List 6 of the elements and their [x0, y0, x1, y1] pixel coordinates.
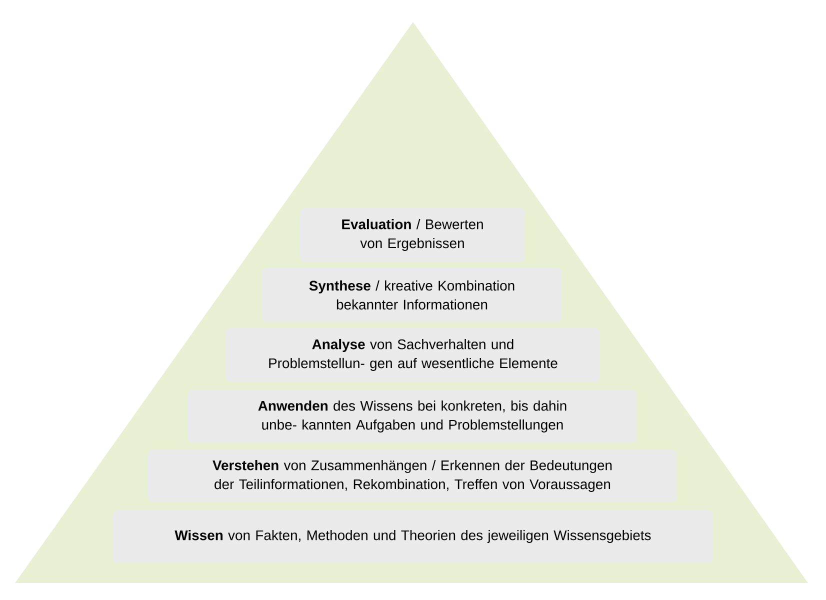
level-box: Evaluation / Bewerten von Ergebnissen — [300, 208, 525, 262]
level-box: Synthese / kreative Kombination bekannter Informationen — [262, 268, 562, 322]
level-box: Anwenden des Wissens bei konkreten, bis dahin unbe- kannten Aufgaben und Problemstellungen — [188, 390, 637, 443]
level-box: Analyse von Sachverhalten und Problemstellun- gen auf wesentliche Elemente — [226, 328, 600, 382]
level-box: Wissen von Fakten, Methoden und Theorien des jeweiligen Wissensgebiets — [113, 510, 713, 563]
level-box: Verstehen von Zusammenhängen / Erkennen der Bedeutungen der Teilinformationen, Rekombination, Treffen von Voraussagen — [148, 450, 677, 502]
